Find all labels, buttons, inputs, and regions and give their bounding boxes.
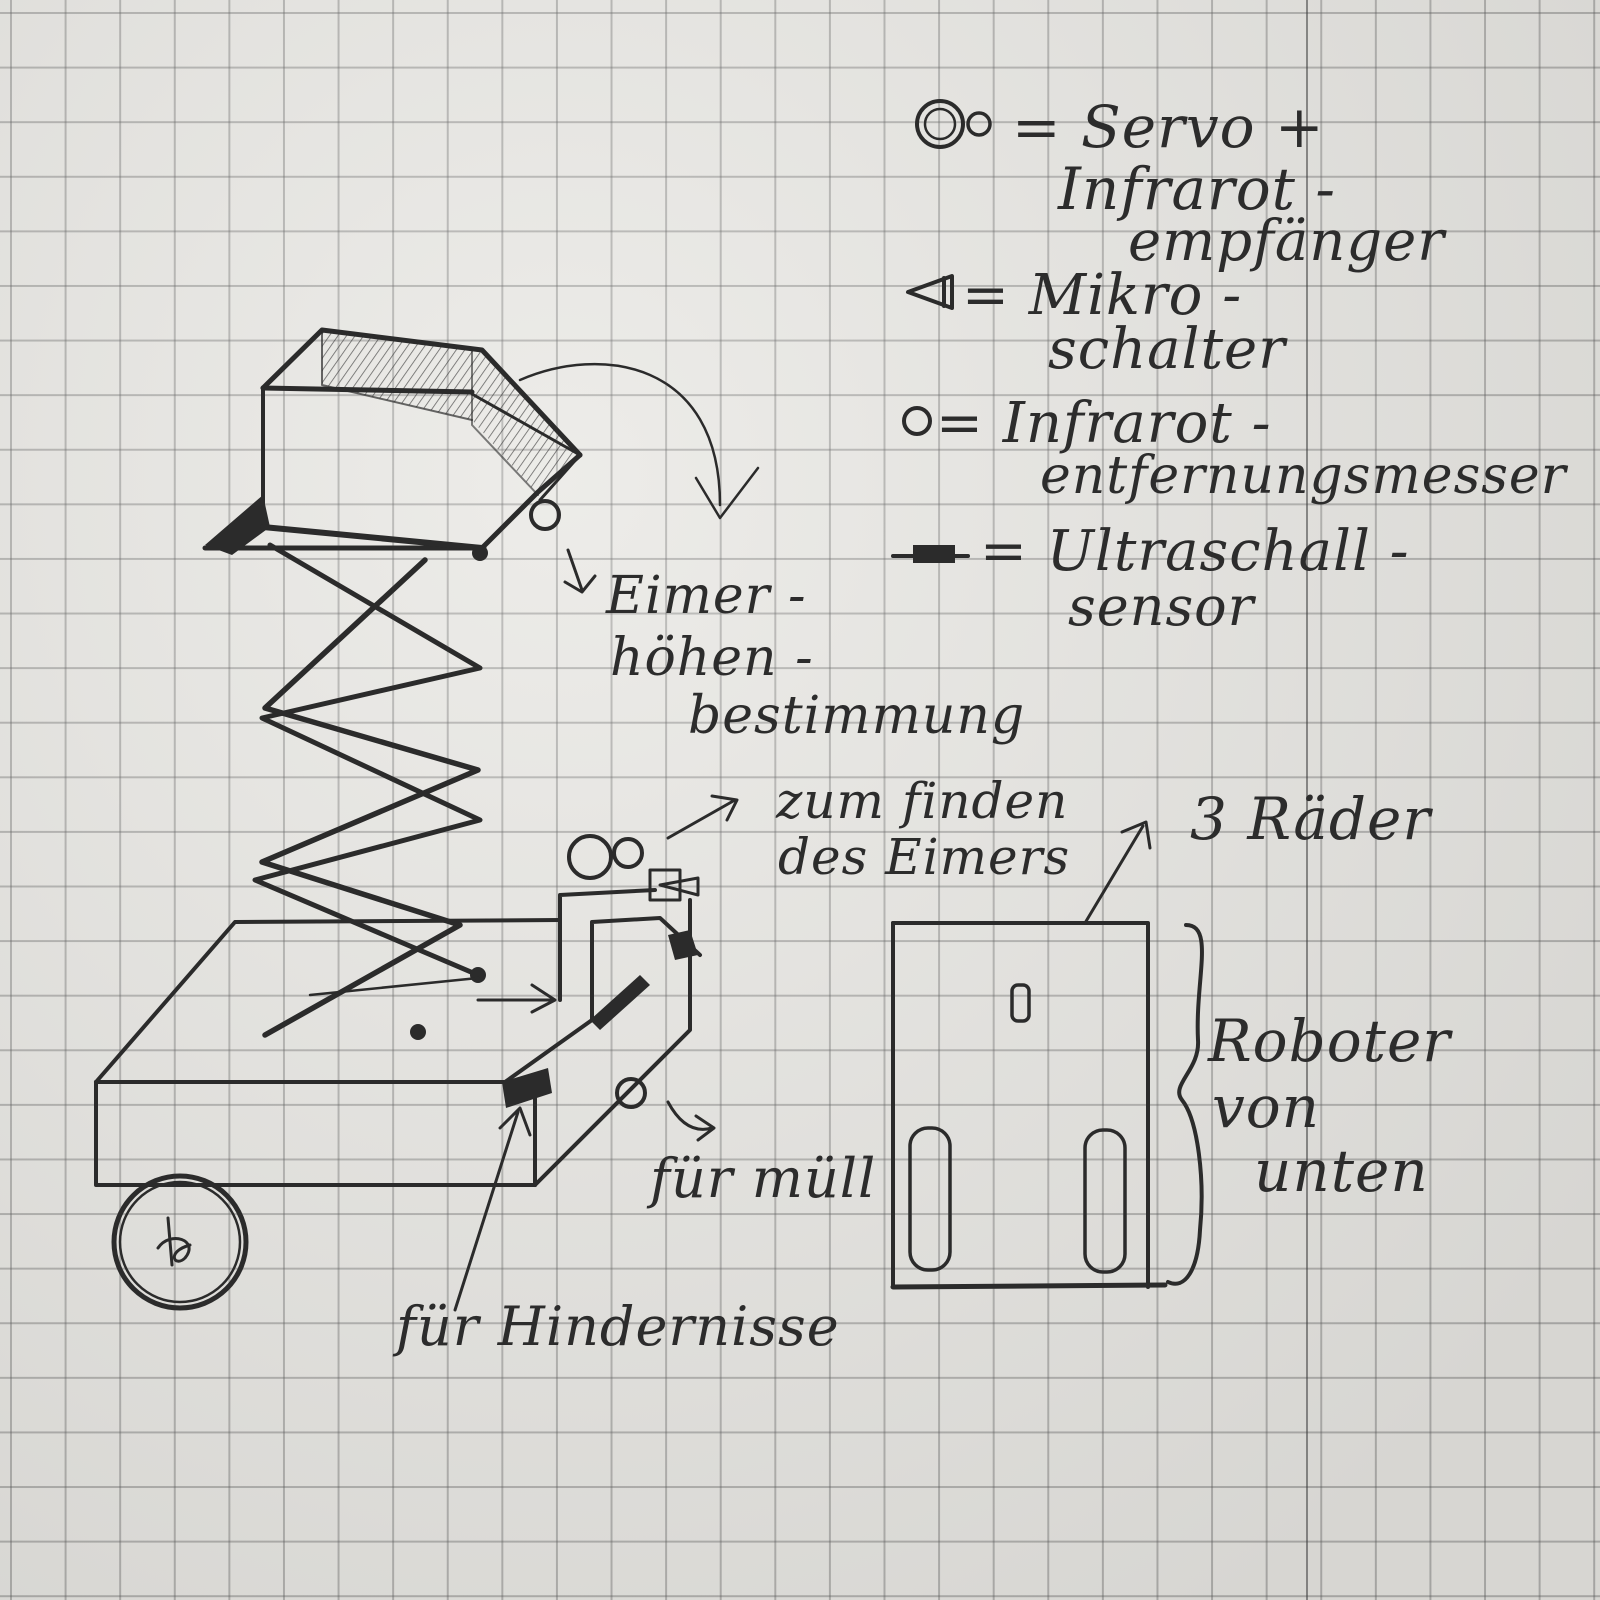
margin-line	[1306, 0, 1308, 1600]
robot-base	[94, 834, 702, 1311]
arrow-height-sensor	[563, 548, 597, 594]
legend-ir-text-2: entfernungsmesser	[1040, 446, 1567, 506]
find-bucket-text-2: des Eimers	[778, 828, 1071, 886]
arrow-obstacles	[453, 1106, 532, 1312]
arrow-find-bucket	[666, 794, 739, 840]
three-wheels-text: 3 Räder	[1190, 785, 1432, 853]
legend-microswitch-text: = Mikro -	[962, 263, 1243, 328]
legend-ir-text: = Infrarot -	[936, 391, 1272, 456]
arrow-bucket-tip	[518, 362, 722, 507]
arrow-trash	[666, 1100, 716, 1142]
bottom-view-text-1: Roboter	[1208, 1007, 1451, 1075]
bucket-height-text-3: bestimmung	[688, 686, 1026, 746]
arrow-bucket-tip-head	[694, 466, 760, 520]
for-trash-text: für müll	[650, 1147, 877, 1210]
arrow-microswitch	[476, 983, 557, 1014]
legend-servo-text: = Servo +	[1012, 93, 1325, 161]
legend-ultrasonic-text-2: sensor	[1068, 575, 1255, 638]
bottom-view-text-2: von	[1212, 1073, 1321, 1141]
bucket	[202, 327, 583, 561]
find-bucket-text-1: zum finden	[776, 772, 1069, 830]
legend-servo-icon	[915, 99, 992, 149]
for-obstacles-text: für Hindernisse	[396, 1295, 840, 1358]
legend-ultrasonic-icon	[891, 545, 970, 563]
legend-servo-text-3: empfänger	[1128, 209, 1446, 274]
legend-servo-text-2: Infrarot -	[1058, 155, 1337, 223]
bucket-height-text-2: höhen -	[610, 628, 814, 688]
legend-ir-distance-icon	[902, 406, 932, 436]
legend-ultrasonic-text: = Ultraschall -	[980, 519, 1410, 584]
legend-microswitch-icon	[906, 274, 954, 310]
legend-microswitch-text-2: schalter	[1048, 317, 1286, 382]
bottom-view-text-3: unten	[1254, 1137, 1429, 1205]
bucket-height-text-1: Eimer -	[606, 566, 807, 626]
scissor-lift	[252, 542, 486, 1040]
arrow-three-wheels	[1083, 820, 1152, 925]
bottom-view	[890, 921, 1204, 1290]
